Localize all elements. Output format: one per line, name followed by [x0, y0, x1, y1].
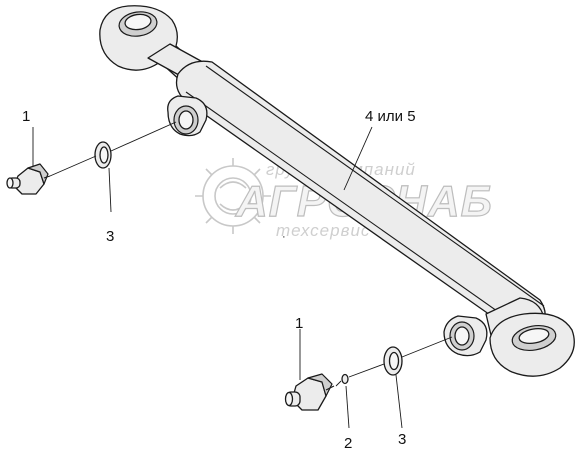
leader-lines: [32, 121, 453, 429]
callout-fitting-bottom: 1: [295, 315, 303, 332]
watermark-bottom-line: техсервис: [276, 221, 370, 240]
callout-cylinder: 4 или 5: [365, 108, 416, 125]
callout-washer-bottom: 3: [398, 431, 406, 448]
o-ring-bottom: [341, 373, 349, 385]
washer-bottom: [383, 346, 403, 376]
washer-top: [94, 141, 112, 169]
cylinder-dot-mark: ·: [282, 231, 286, 243]
callout-ring-bottom: 2: [344, 435, 352, 452]
callouts: 1 3 4 или 5 1 2 3: [22, 108, 416, 452]
fitting-top: [6, 163, 51, 195]
callout-fitting-top: 1: [22, 108, 30, 125]
callout-washer-top: 3: [106, 228, 114, 245]
hydraulic-cylinder: ·: [99, 5, 575, 377]
fitting-bottom: [284, 373, 335, 411]
watermark-gear-icon: [195, 158, 271, 234]
